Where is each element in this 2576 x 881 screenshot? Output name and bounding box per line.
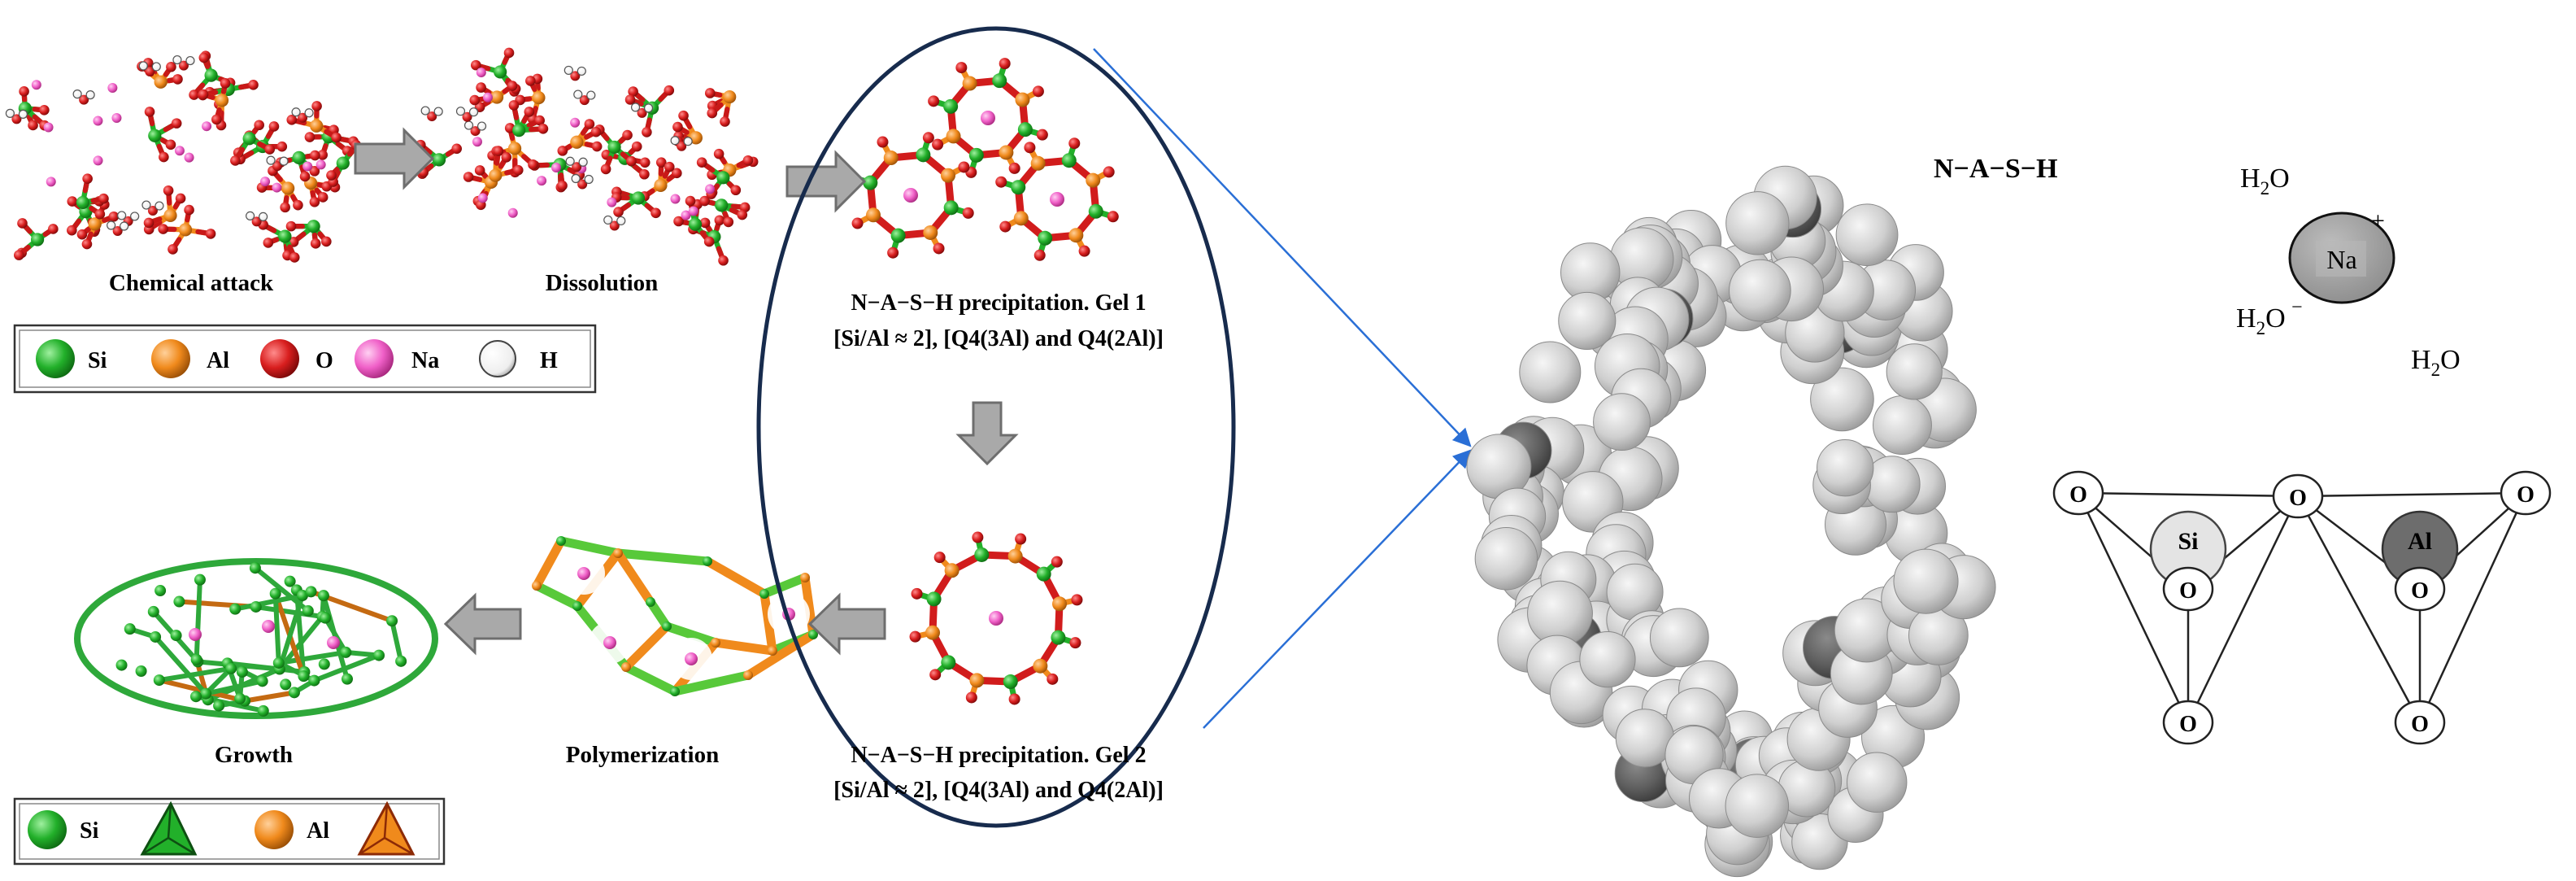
caption-polymerization: Polymerization <box>566 742 719 768</box>
legend-o-label: O <box>315 348 333 373</box>
na-positive-charge: + <box>2371 207 2385 234</box>
oxygen-label: O <box>2289 486 2307 511</box>
gel2-cluster <box>909 531 1083 705</box>
oxygen-label: O <box>2179 578 2197 604</box>
water-molecule-left: H2O <box>2236 303 2286 338</box>
legend-al-unit-label: Al <box>307 818 329 844</box>
legend-o-atom-icon <box>260 339 299 378</box>
legend-h-label: H <box>540 348 558 373</box>
legend-si-unit-label: Si <box>80 818 99 844</box>
legend-h-atom-icon <box>479 340 516 377</box>
arrow-attack-to-dissolution <box>354 127 435 190</box>
gel1-ring <box>847 132 974 259</box>
gel1-cluster <box>847 58 1119 261</box>
caption-gel2-title: N−A−S−H precipitation. Gel 2 <box>851 743 1146 768</box>
legend-atoms: Si Al O Na H <box>13 324 597 394</box>
si-tetrahedron-icon <box>140 800 198 856</box>
water-molecule-right: H2O <box>2411 345 2461 380</box>
caption-growth: Growth <box>215 742 293 768</box>
si-center-label: Si <box>2178 528 2198 555</box>
caption-gel1-title: N−A−S−H precipitation. Gel 1 <box>851 290 1146 316</box>
oxygen-atoms: O O O O O O O <box>2052 470 2552 745</box>
nash-title: N−A−S−H <box>1934 154 2058 184</box>
na-label: Na <box>2326 245 2356 274</box>
oxygen-label: O <box>2411 712 2429 737</box>
nash-space-filling-model <box>1466 165 1996 878</box>
caption-chemical-attack: Chemical attack <box>109 270 274 296</box>
pointer-line-bottom <box>1203 449 1472 729</box>
caption-dissolution: Dissolution <box>546 270 659 296</box>
legend-na-atom-icon <box>355 339 394 378</box>
oxygen-label: O <box>2517 482 2535 508</box>
caption-gel1-detail: [Si/Al ≈ 2], [Q4(3Al) and Q4(2Al)] <box>833 326 1164 351</box>
legend-al-atom-icon <box>151 339 190 378</box>
oxygen-label: O <box>2411 578 2429 604</box>
legend-units: Si Al <box>13 797 446 866</box>
oxygen-label: O <box>2069 482 2087 508</box>
arrow-gel1-to-gel2 <box>955 401 1019 466</box>
dissolution-cluster <box>415 47 759 266</box>
arrow-dissolution-to-gel1 <box>785 150 867 213</box>
al-center-label: Al <box>2408 528 2432 555</box>
al-tetrahedron-icon <box>357 800 416 856</box>
legend-al-label: Al <box>207 348 229 373</box>
caption-gel2-detail: [Si/Al ≈ 2], [Q4(3Al) and Q4(2Al)] <box>833 778 1164 803</box>
arrow-polymerization-to-growth <box>443 592 522 656</box>
chemical-attack-cluster <box>5 50 362 263</box>
gel-highlight-ellipse <box>756 26 1236 828</box>
legend-si-sphere-icon <box>28 810 67 849</box>
legend-na-label: Na <box>411 348 439 373</box>
gel1-ring <box>995 137 1119 261</box>
gel1-ring <box>928 58 1048 178</box>
legend-si-label: Si <box>88 348 107 373</box>
arrow-gel2-to-polymerization <box>807 592 886 656</box>
water-molecule-top: H2O <box>2240 164 2290 198</box>
legend-si-atom-icon <box>36 339 75 378</box>
legend-al-sphere-icon <box>255 810 294 849</box>
negative-charge: − <box>2291 297 2303 318</box>
nash-structure-panel: N−A−S−H H2O H2O H2O Na + − <box>1934 154 2552 745</box>
growth-cage <box>74 558 438 719</box>
polymerization-framework <box>532 536 818 696</box>
oxygen-label: O <box>2179 712 2197 737</box>
pointer-line-top <box>1093 48 1472 447</box>
gel2-ring <box>909 531 1083 705</box>
